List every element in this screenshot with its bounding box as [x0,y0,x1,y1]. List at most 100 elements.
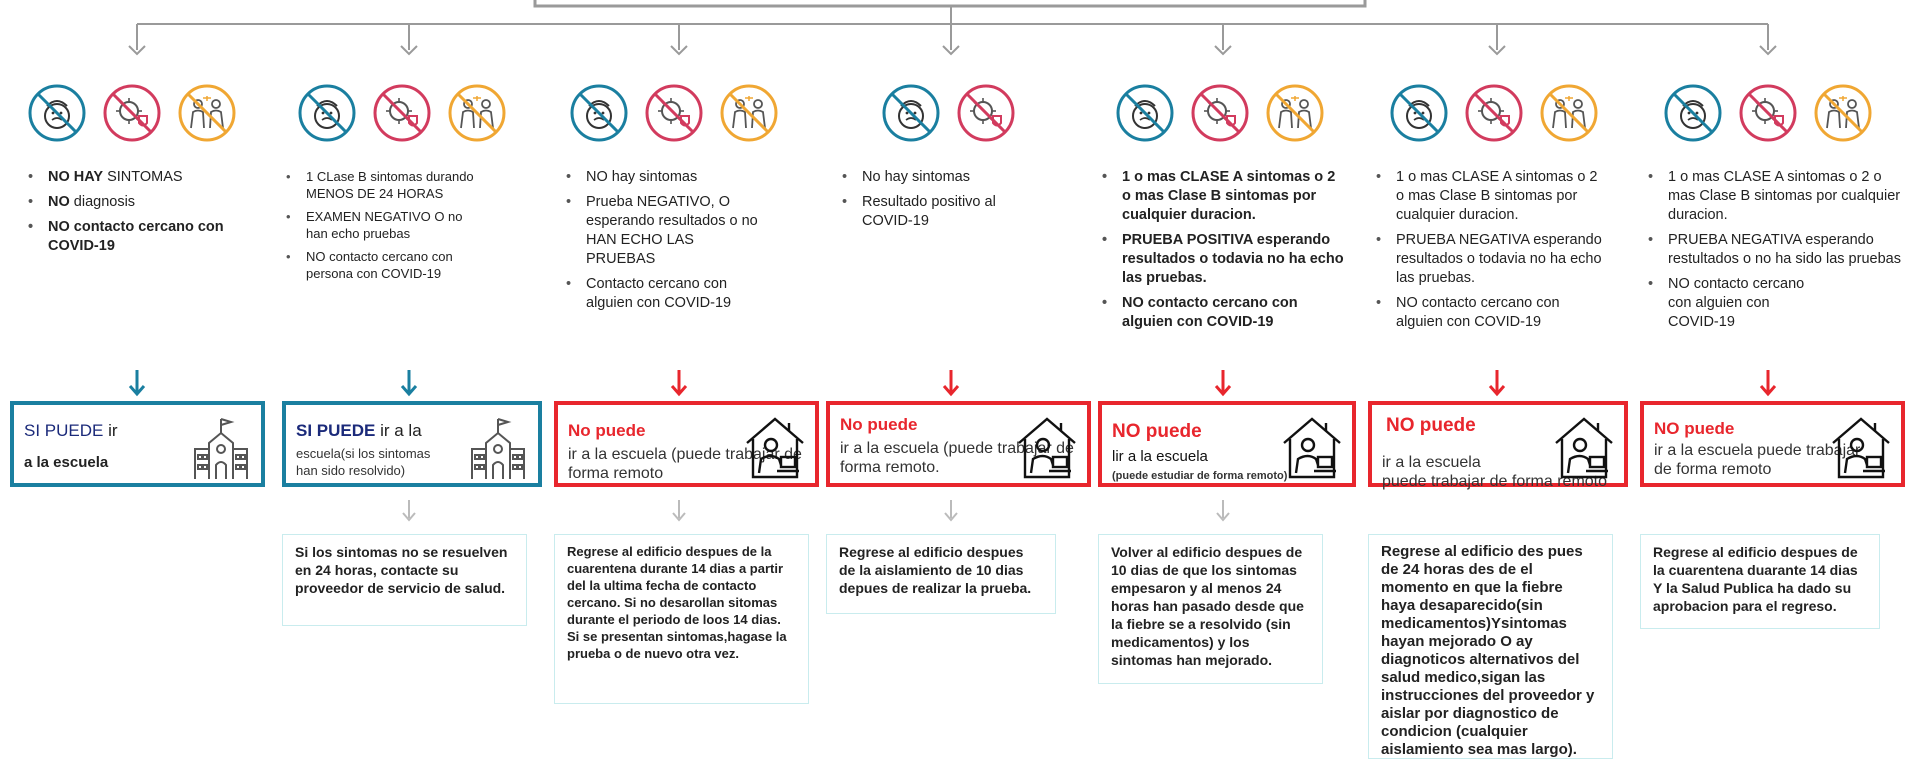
remote-work-house-icon [1280,413,1344,481]
next-step-box-7: Regrese al edificio despues de la cuaren… [1640,534,1880,629]
criteria-item: PRUEBA NEGATIVA esperando resultados o t… [1374,231,1604,288]
branch-arrow-1 [128,45,146,56]
criteria-item: NO contacto cercano con alguien con COVI… [1374,294,1604,332]
decision-box-5: NO puede lir a la escuela (puede estudia… [1098,401,1356,487]
decision-line-2: ir a la escuela [1382,454,1481,471]
next-step-box-5: Volver al edificio despues de 10 dias de… [1098,534,1323,684]
decision-line-1: NO puede [1654,419,1735,438]
close-contact-icon [1264,82,1326,144]
next-arrowhead-3 [672,512,686,522]
next-arrowhead-4 [944,512,958,522]
decision-line-1: No puede [568,421,646,440]
next-step-box-6: Regrese al edificio des pues de 24 horas… [1368,534,1613,759]
virus-shield-icon [1737,82,1799,144]
decision-box-1: SI PUEDE ir a la escuela [10,401,265,487]
decision-arrowhead-7 [1759,385,1777,397]
school-icon [189,413,253,481]
virus-shield-icon [1463,82,1525,144]
decision-line-1: No puede [840,415,918,434]
fever-symptom-icon [1662,82,1724,144]
decision-box-7: NO puede ir a la escuela puede trabajar … [1640,401,1905,487]
virus-shield-icon [955,82,1017,144]
criteria-list-6: 1 o mas CLASE A sintomas o 2 o mas Clase… [1374,168,1604,338]
branch-arrow-5 [1214,45,1232,56]
next-arrowhead-2 [402,512,416,522]
next-step-box-3: Regrese al edificio despues de la cuaren… [554,534,809,704]
criteria-item: Resultado positivo al COVID-19 [840,193,1040,231]
icon-row-1 [26,82,256,152]
criteria-item: NO hay sintomas [564,168,764,187]
virus-shield-icon [101,82,163,144]
remote-work-house-icon [743,413,807,481]
criteria-item: NO diagnosis [26,193,226,212]
remote-work-house-icon [1829,413,1893,481]
criteria-list-5: 1 o mas CLASE A sintomas o 2 o mas Clase… [1100,168,1345,338]
icon-row-5 [1114,82,1344,152]
branch-arrow-2 [400,45,418,56]
virus-shield-icon [371,82,433,144]
icon-row-6 [1388,82,1618,152]
icon-row-4 [880,82,1040,152]
criteria-list-4: No hay sintomas Resultado positivo al CO… [840,168,1040,237]
decision-line-2: ir a la escuela (puede trabajar de forma… [568,446,802,482]
criteria-item: 1 o mas CLASE A sintomas o 2 o mas Clase… [1646,168,1911,225]
decision-arrowhead-1 [128,385,146,397]
fever-symptom-icon [568,82,630,144]
criteria-item: No hay sintomas [840,168,1040,187]
decision-box-3: No puede ir a la escuela (puede trabajar… [554,401,819,487]
column-1: NO HAY SINTOMAS NO diagnosis NO contacto… [0,0,270,759]
close-contact-icon [1538,82,1600,144]
fever-symptom-icon [1114,82,1176,144]
close-contact-icon [446,82,508,144]
decision-box-4: No puede ir a la escuela (puede trabajar… [826,401,1091,487]
decision-arrowhead-3 [670,385,688,397]
decision-line-2: lir a la escuela [1112,448,1208,465]
criteria-item: NO contacto cercano con COVID-19 [26,218,226,256]
criteria-item: EXAMEN NEGATIVO O no han echo pruebas [284,208,484,242]
decision-arrowhead-4 [942,385,960,397]
decision-line-2: escuela(si los sintomas han sido resolvi… [296,446,431,478]
decision-box-6: NO puede ir a la escuela puede trabajar … [1368,401,1628,490]
decision-line-3: (puede estudiar de forma remoto) [1112,470,1288,482]
branch-arrow-3 [670,45,688,56]
criteria-item: PRUEBA POSITIVA esperando resultados o t… [1100,231,1345,288]
next-arrowhead-5 [1216,512,1230,522]
decision-line-1: SI PUEDE ir a la [296,421,422,440]
decision-arrowhead-5 [1214,385,1232,397]
decision-arrowhead-6 [1488,385,1506,397]
decision-line-2: ir a la escuela puede trabajar de forma … [1654,442,1861,478]
decision-line-2: ir a la escuela (puede trabajar de forma… [840,440,1074,476]
decision-line-1: SI PUEDE ir [24,421,118,440]
criteria-list-1: NO HAY SINTOMAS NO diagnosis NO contacto… [26,168,226,262]
criteria-item: NO contacto cercano con alguien con COVI… [1646,275,1818,332]
column-6: 1 o mas CLASE A sintomas o 2 o mas Clase… [1360,0,1630,759]
icon-row-2 [296,82,526,152]
decision-line-1: NO puede [1112,421,1202,442]
remote-work-house-icon [1015,413,1079,481]
decision-arrowhead-2 [400,385,418,397]
criteria-item: 1 o mas CLASE A sintomas o 2 o mas Clase… [1374,168,1604,225]
column-4: No hay sintomas Resultado positivo al CO… [816,0,1091,759]
close-contact-icon [1812,82,1874,144]
column-5: 1 o mas CLASE A sintomas o 2 o mas Clase… [1088,0,1358,759]
icon-row-7 [1662,82,1892,152]
criteria-list-7: 1 o mas CLASE A sintomas o 2 o mas Clase… [1646,168,1911,338]
criteria-item: NO contacto cercano con persona con COVI… [284,248,484,282]
school-icon [466,413,530,481]
virus-shield-icon [643,82,705,144]
virus-shield-icon [1189,82,1251,144]
criteria-item: NO HAY SINTOMAS [26,168,226,187]
criteria-list-2: 1 CLase B sintomas durando MENOS DE 24 H… [284,168,484,288]
decision-line-1: NO puede [1386,415,1476,436]
close-contact-icon [718,82,780,144]
fever-symptom-icon [1388,82,1450,144]
decision-line-3: puede trabajar de forma remoto [1382,473,1608,490]
fever-symptom-icon [296,82,358,144]
criteria-item: Contacto cercano con alguien con COVID-1… [564,275,764,313]
decision-line-2: a la escuela [24,454,109,471]
criteria-item: PRUEBA NEGATIVA esperando restultados o … [1646,231,1911,269]
criteria-item: NO contacto cercano con alguien con COVI… [1100,294,1345,332]
criteria-item: 1 CLase B sintomas durando MENOS DE 24 H… [284,168,484,202]
fever-symptom-icon [880,82,942,144]
